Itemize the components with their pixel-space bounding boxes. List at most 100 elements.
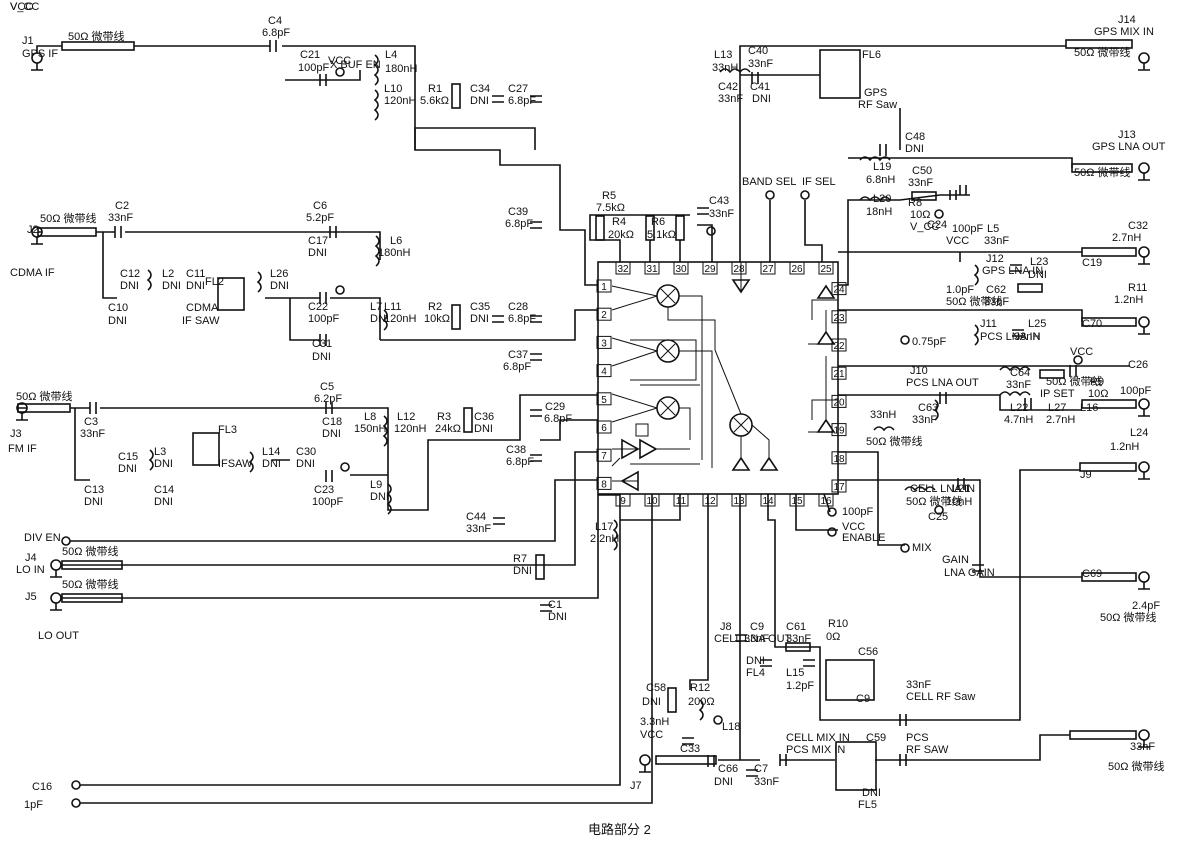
component-label: R8: [908, 197, 922, 209]
component-label: C30: [296, 446, 316, 458]
ic-pin-box: [831, 366, 847, 380]
component-label: J4: [25, 552, 37, 564]
component-label: DNI: [548, 611, 567, 623]
ic-pin-box: [596, 307, 612, 321]
component-label: 10Ω: [1088, 388, 1108, 400]
component-label: FL4: [746, 667, 765, 679]
component-label: C11: [186, 268, 205, 280]
component-label: 6.8pF: [508, 95, 536, 107]
component-label: 2.4pF: [1132, 600, 1160, 612]
component-label: BAND SEL: [742, 176, 796, 188]
ic-pin-box: [596, 364, 612, 378]
component-label: V_CC: [10, 1, 39, 13]
component-label: L6: [390, 235, 402, 247]
component-label: 50Ω 微带线: [906, 494, 963, 508]
ic-pin-number: 4: [601, 367, 607, 378]
component-label: L3: [154, 446, 166, 458]
ic-pin-number: 24: [833, 285, 845, 296]
ic-pin-number: 31: [646, 264, 658, 275]
component-label: C9: [856, 693, 870, 705]
component-label: DNI: [108, 315, 127, 327]
component-label: GPS MIX IN: [1094, 26, 1154, 38]
ic-internal-wiring: [611, 262, 838, 482]
component-label: C27: [508, 83, 528, 95]
component-label: C22: [308, 301, 328, 313]
ic-pin-number: 5: [601, 395, 607, 406]
component-label: IP SET: [1040, 388, 1075, 400]
ic-pin-number: 14: [762, 496, 774, 507]
component-label: RF Saw: [858, 99, 897, 111]
component-label: 6.8nH: [866, 174, 895, 186]
component-label: DNI: [470, 95, 489, 107]
component-label: C59: [866, 732, 886, 744]
component-label: C9: [750, 621, 764, 633]
component-label: GPS IF: [22, 48, 58, 60]
ic-pin-box: [818, 493, 834, 507]
component-label: 6.8pF: [544, 413, 572, 425]
component-label: L16: [1080, 402, 1098, 414]
component-label: 120nH: [394, 423, 426, 435]
component-label: 50Ω 微带线: [1074, 45, 1131, 59]
component-label: C62: [986, 284, 1006, 296]
component-label: CELL LNA OUT: [714, 633, 792, 645]
component-label: C19: [1082, 257, 1102, 269]
component-label: R2: [428, 301, 442, 313]
component-label: J7: [630, 780, 642, 792]
component-label: LO OUT: [38, 630, 79, 642]
component-label: CELL LNA IN: [910, 483, 975, 495]
component-label: C10: [108, 302, 128, 314]
ic-pin-box: [789, 493, 805, 507]
ic-pin-number: 18: [833, 454, 845, 465]
ic-pin-box: [673, 261, 689, 275]
component-label: C3: [84, 416, 98, 428]
component-label: C17: [308, 235, 328, 247]
ic-pin-number: 9: [620, 496, 626, 507]
component-label: 18nH: [866, 206, 892, 218]
ic-pin-number: 15: [791, 496, 803, 507]
ic-pin-box: [596, 279, 612, 293]
component-label: 100pF: [308, 313, 339, 325]
component-label: 33nH: [1014, 331, 1040, 343]
ic-pin-box: [596, 448, 612, 462]
component-label: L10: [384, 83, 402, 95]
component-label: L9: [370, 479, 382, 491]
component-label: 6.8pF: [506, 456, 534, 468]
component-label: DNI: [470, 313, 489, 325]
component-label: CDMA: [186, 302, 219, 314]
component-label: 120nH: [384, 313, 416, 325]
component-label: FL6: [862, 49, 881, 61]
component-label: V_CC: [910, 221, 939, 233]
component-label: DIV EN: [24, 532, 61, 544]
component-label: GPS LNA OUT: [1092, 141, 1166, 153]
component-label: DNI: [84, 496, 103, 508]
component-label: GPS LNA IN: [982, 265, 1043, 277]
ic-pin-number: 30: [675, 264, 687, 275]
component-label: 10nH: [946, 496, 972, 508]
component-label: CELL RF Saw: [906, 691, 975, 703]
component-label: IFSAW: [218, 458, 253, 470]
component-label: VCC: [328, 55, 351, 67]
component-label: C56: [858, 646, 878, 658]
component-label: DNI: [746, 655, 765, 667]
component-label: C18: [322, 416, 342, 428]
component-label: 100pF: [842, 506, 873, 518]
component-label: 33nF: [1006, 379, 1031, 391]
component-label: 50Ω 微带线: [16, 389, 73, 403]
component-label: PCS LNA OUT: [906, 377, 979, 389]
component-label: IF SEL: [802, 176, 836, 188]
component-label: 6.8pF: [505, 218, 533, 230]
ic-pin-number: 32: [617, 264, 629, 275]
component-label: DNI: [120, 280, 139, 292]
component-label: 100pF: [952, 223, 983, 235]
component-label: DNI: [270, 280, 289, 292]
component-label: 150nH: [354, 423, 386, 435]
component-label: 33nF: [984, 235, 1009, 247]
ic-pin-box: [831, 282, 847, 296]
component-label: DNI: [752, 93, 771, 105]
component-label: 1.2pF: [786, 680, 814, 692]
component-label: J12: [986, 253, 1004, 265]
component-label: C48: [905, 131, 925, 143]
component-label: FM IF: [8, 443, 37, 455]
ic-pin-box: [596, 335, 612, 349]
